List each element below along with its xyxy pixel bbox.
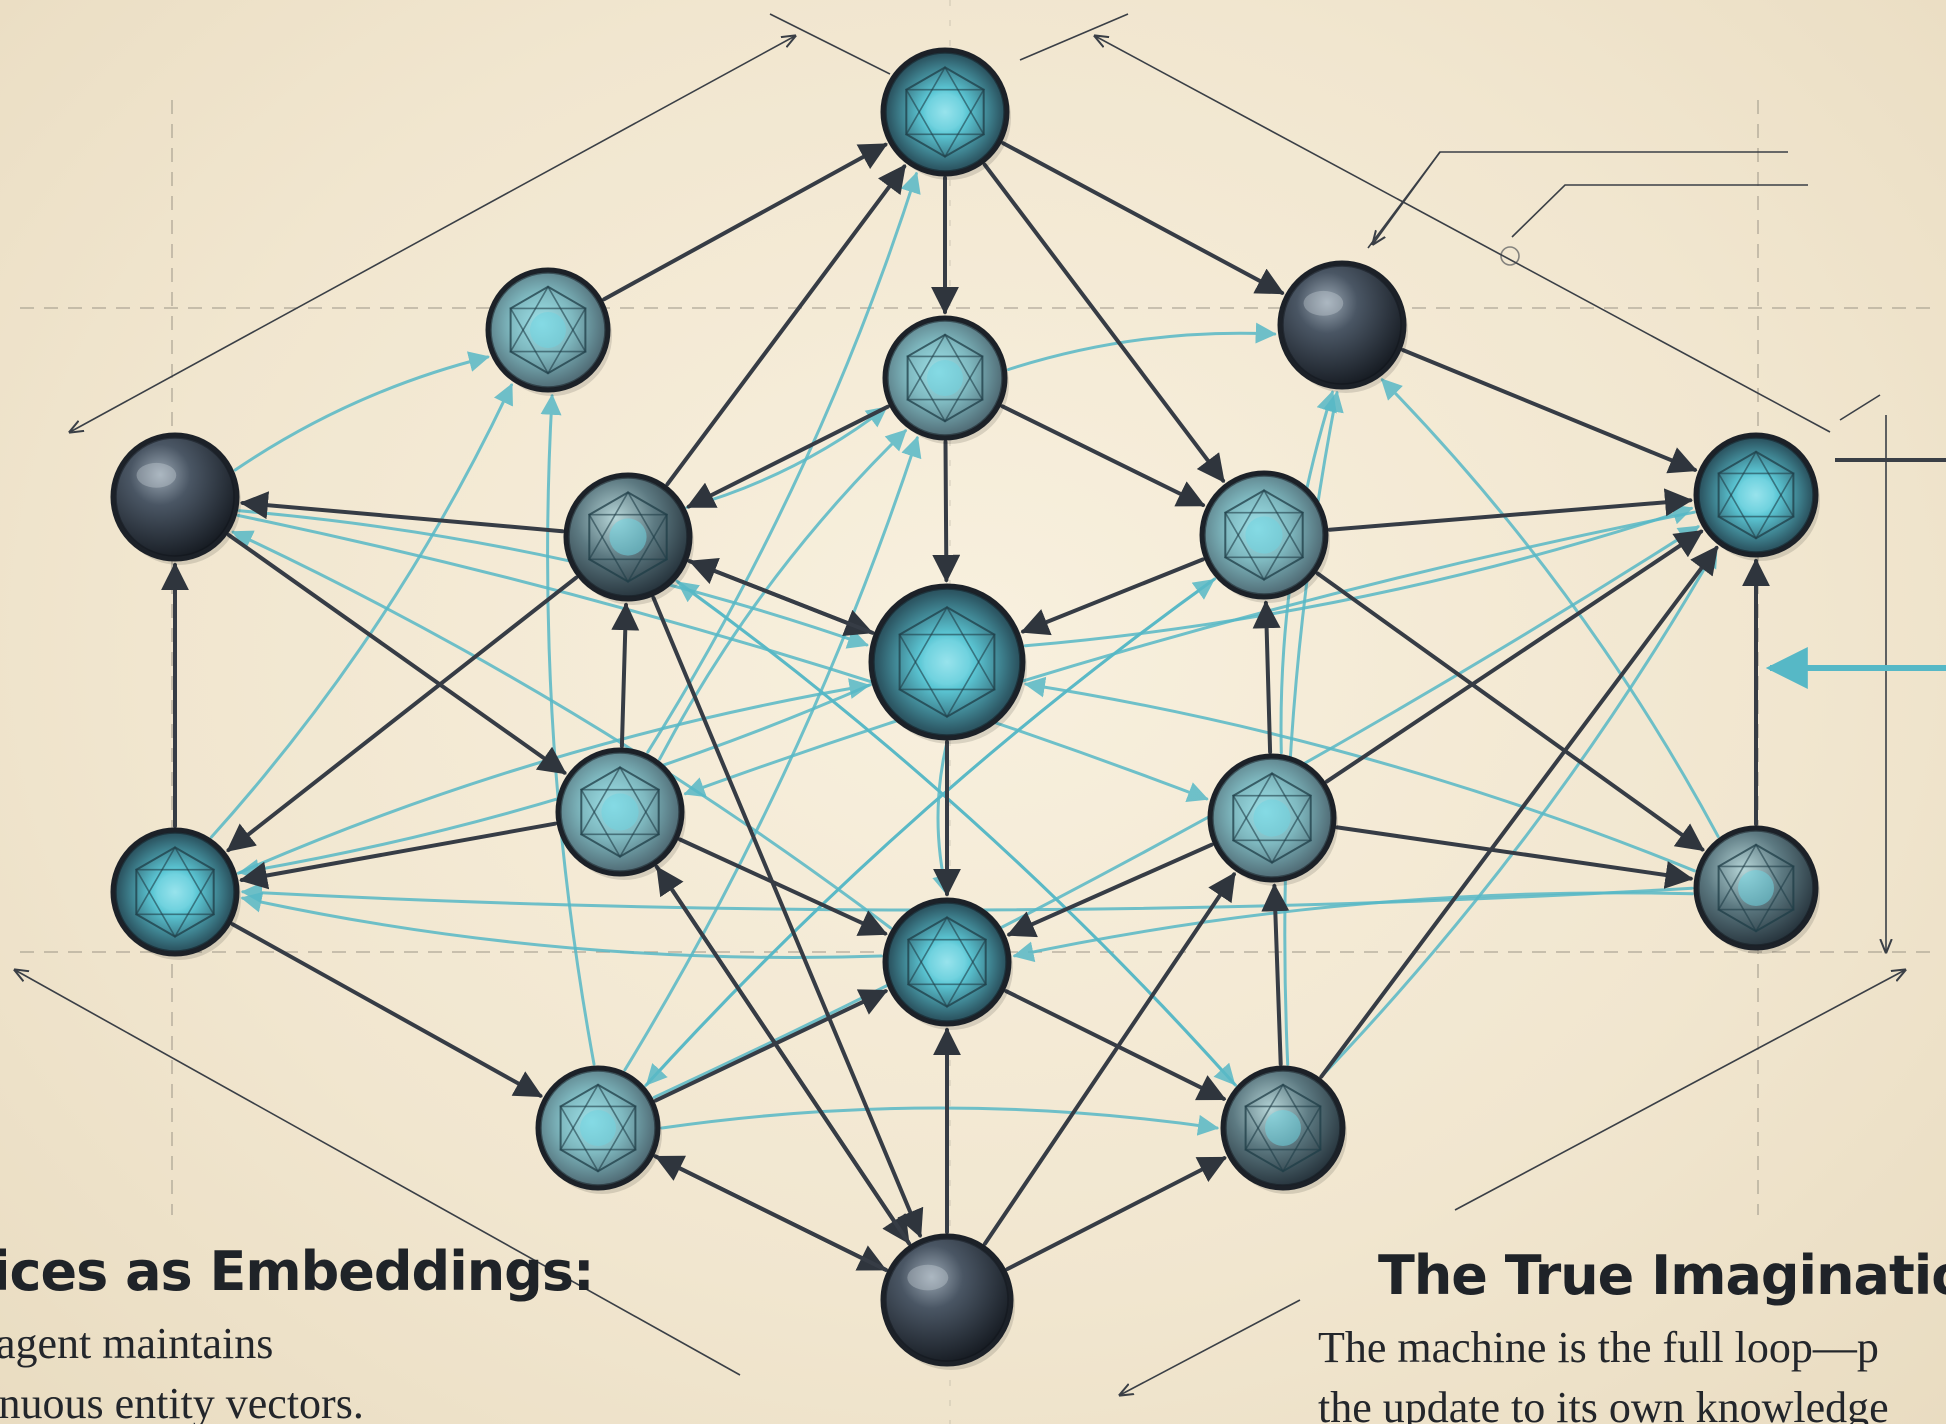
- left-caption-title: ices as Embeddings:: [0, 1240, 595, 1303]
- dark-edge-n-ll-to-n-lc: [678, 837, 888, 936]
- cyan-edge-n-ll-to-n-uc: [658, 429, 907, 761]
- dark-edge-n-bottom-to-n-br: [1005, 1156, 1227, 1271]
- dark-edge-n-ul-to-n-top: [602, 142, 888, 302]
- cyan-edge-n-ll-to-n-top: [646, 171, 921, 754]
- node-ll: [555, 747, 686, 880]
- left-caption-line-2: tinuous entity vectors.: [0, 1379, 364, 1424]
- cyan-edge-n-il-to-n-br: [675, 579, 1236, 1086]
- cyan-edge-n-br-to-n-r1: [1319, 546, 1718, 1079]
- cyan-edge-n-r1-to-n-ll: [683, 510, 1696, 798]
- dark-edge-n-il-to-n-bottom: [651, 595, 924, 1238]
- node-ul: [485, 267, 612, 396]
- dark-edge-n-uc-to-n-center: [932, 440, 961, 583]
- dark-edge-n-bl-to-n-lc: [653, 989, 889, 1103]
- node-bottom: [880, 1233, 1015, 1370]
- node-r1: [1693, 432, 1820, 561]
- dark-edge-n-br-to-n-r1: [1319, 545, 1719, 1079]
- right-caption-title: The True Imagination M: [1378, 1244, 1946, 1307]
- cyan-edge-n-ir-to-n-bl: [645, 577, 1217, 1086]
- dark-edge-n-il-to-n-top: [665, 164, 907, 487]
- cyan-edge-n-r2-to-n-center: [1023, 676, 1696, 873]
- dark-edge-n-bottom-to-n-ll: [655, 866, 912, 1246]
- dark-edge-n-uc-to-n-ir: [1000, 404, 1206, 507]
- dark-edge-n-lr-to-n-r2: [1335, 825, 1694, 889]
- dark-edge-n-bottom-to-n-bl: [654, 1155, 888, 1272]
- node-il: [563, 472, 694, 605]
- cyan-edge-n-bl-to-n-r1: [652, 525, 1700, 1099]
- cyan-edge-n-lc-to-n-l2: [240, 891, 883, 959]
- dark-edge-n-lr-to-n-lc: [1006, 842, 1214, 938]
- node-top: [880, 47, 1011, 180]
- dark-edge-n-top-to-n-ur: [1001, 141, 1285, 295]
- node-lc: [882, 897, 1013, 1030]
- dark-edge-n-il-to-n-l1: [239, 491, 565, 534]
- cyan-edge-n-bl-to-n-ul: [540, 393, 596, 1066]
- dark-edge-n-ll-to-n-l2: [239, 821, 557, 890]
- left-caption-line-1: agent maintains: [0, 1319, 274, 1368]
- dark-edge-n-ll-to-n-il: [611, 602, 640, 748]
- cyan-edge-n-l2-to-n-ul: [210, 383, 513, 839]
- cyan-edge-n-bl-to-n-br: [660, 1106, 1220, 1136]
- node-ur: [1277, 260, 1408, 393]
- node-ir: [1199, 470, 1330, 603]
- dark-edge-n-ir-to-n-r1: [1327, 488, 1693, 532]
- dark-edge-n-il-to-n-l2: [226, 575, 579, 853]
- node-l2: [110, 827, 241, 960]
- node-uc: [882, 315, 1009, 444]
- right-caption-line-2: the update to its own knowledge: [1318, 1383, 1889, 1424]
- right-caption-line-1: The machine is the full loop—p: [1318, 1323, 1879, 1372]
- cyan-edge-n-l1-to-n-center: [238, 509, 869, 649]
- node-lr: [1207, 753, 1338, 886]
- dark-edge-n-lc-to-n-br: [1004, 989, 1227, 1101]
- cyan-edges: [210, 171, 1720, 1136]
- cyan-edge-n-l1-to-n-lr: [236, 514, 1209, 802]
- cyan-edge-n-br-to-n-ur: [1283, 390, 1344, 1066]
- embedding-nodes: [110, 47, 1820, 1370]
- node-bl: [535, 1065, 662, 1194]
- node-br: [1220, 1065, 1347, 1194]
- dark-edges: [161, 141, 1770, 1272]
- dark-edge-n-l2-to-n-bl: [230, 922, 543, 1098]
- dark-edge-n-bottom-to-n-lr: [983, 872, 1236, 1246]
- cyan-edge-n-bl-to-n-uc: [623, 435, 922, 1072]
- node-r2: [1693, 825, 1820, 954]
- dark-edge-n-ur-to-n-r1: [1401, 348, 1698, 474]
- dark-edge-n-ir-to-n-r2: [1315, 571, 1705, 852]
- outer-hexagon-frame: [15, 13, 1946, 1395]
- dark-edge-n-uc-to-n-il: [686, 404, 890, 509]
- dark-edge-n-top-to-n-ir: [982, 162, 1226, 483]
- cyan-edge-n-lc-to-n-l1: [231, 530, 892, 930]
- dark-edge-n-lr-to-n-ir: [1252, 600, 1281, 754]
- dark-edge-n-center-to-n-il: [688, 557, 875, 635]
- cyan-edge-n-r2-to-n-ur: [1380, 378, 1720, 838]
- cyan-edge-n-l1-to-n-ul: [233, 351, 490, 472]
- dark-edge-n-ir-to-n-center: [1020, 557, 1205, 636]
- cyan-edge-n-uc-to-n-ur: [1006, 322, 1277, 371]
- dark-edge-n-l1-to-n-ll: [226, 533, 567, 775]
- dark-edge-n-br-to-n-lr: [1261, 883, 1290, 1066]
- cyan-edge-n-center-to-n-r1: [1023, 504, 1694, 648]
- dark-edge-n-lr-to-n-r1: [1324, 529, 1704, 784]
- node-center: [868, 583, 1027, 744]
- node-l1: [110, 432, 241, 565]
